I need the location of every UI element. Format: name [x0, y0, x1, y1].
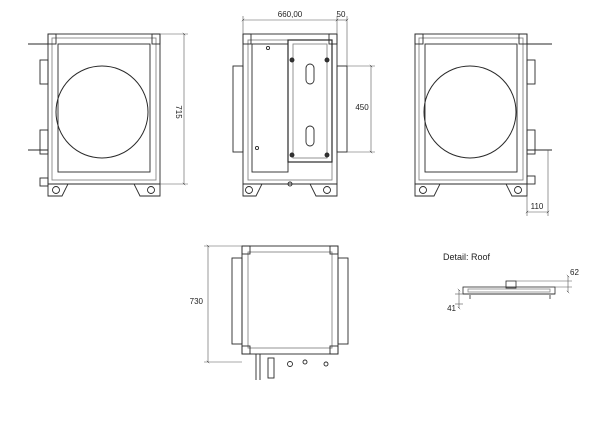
- top-view: [204, 244, 349, 380]
- front-view-left: [28, 32, 188, 197]
- dim-duct-height: 450: [355, 103, 369, 112]
- dim-roof-width: 62: [570, 268, 579, 277]
- front-view-right: [414, 33, 552, 216]
- roof-detail: [455, 274, 572, 310]
- dim-width-top: 660,00: [278, 10, 303, 19]
- detail-title: Detail: Roof: [443, 252, 491, 262]
- dim-height-top: 730: [190, 297, 204, 306]
- side-view-center: [232, 16, 375, 197]
- dim-roof-height: 41: [447, 304, 456, 313]
- dim-height-front: 715: [174, 105, 183, 119]
- dim-offset-top: 50: [337, 10, 346, 19]
- dim-foot-offset: 110: [531, 202, 544, 211]
